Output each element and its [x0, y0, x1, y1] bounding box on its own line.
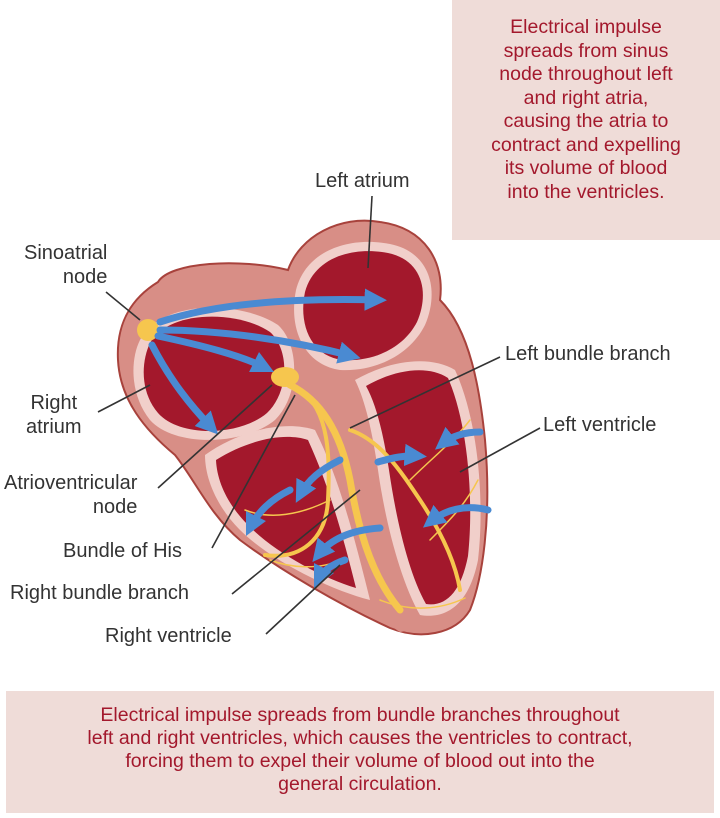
ventricles-explanation-box: Electrical impulse spreads from bundle b…: [6, 691, 714, 813]
label-sinoatrial-node: Sinoatrial node: [24, 242, 108, 288]
arrow-rv-2: [245, 486, 294, 537]
leader-lines: [97, 195, 541, 635]
right-atrium-chamber: [133, 307, 295, 440]
label-right-atrium: Right atrium: [26, 392, 82, 438]
label-left-bundle-branch: Left bundle branch: [505, 343, 671, 365]
arrow-rv-3: [312, 524, 384, 562]
arrow-rv-4: [313, 556, 349, 589]
label-right-bundle-branch: Right bundle branch: [10, 582, 190, 604]
label-left-ventricle: Left ventricle: [543, 414, 657, 436]
arrow-lv-1: [435, 426, 484, 450]
label-bundle-of-his: Bundle of His: [63, 540, 182, 562]
arrow-to-av-node: [154, 332, 275, 373]
arrow-rv-1: [295, 456, 344, 503]
arrow-down-right-atrium: [148, 341, 219, 435]
arrow-to-left-atrium-lower: [156, 326, 361, 364]
atrioventricular-node-marker: [271, 367, 299, 387]
label-right-ventricle: Right ventricle: [105, 625, 232, 647]
arrow-lv-2: [374, 443, 427, 467]
label-left-atrium: Left atrium: [315, 170, 410, 192]
impulse-arrows: [148, 288, 492, 589]
sinoatrial-node-marker: [137, 319, 159, 341]
arrow-to-left-atrium: [156, 288, 387, 326]
atria-explanation-box: Electrical impulse spreads from sinus no…: [452, 0, 720, 240]
arrow-lv-3: [423, 504, 492, 528]
left-atrium-chamber: [294, 241, 432, 371]
label-atrioventricular-node: Atrioventricular node: [4, 472, 138, 518]
